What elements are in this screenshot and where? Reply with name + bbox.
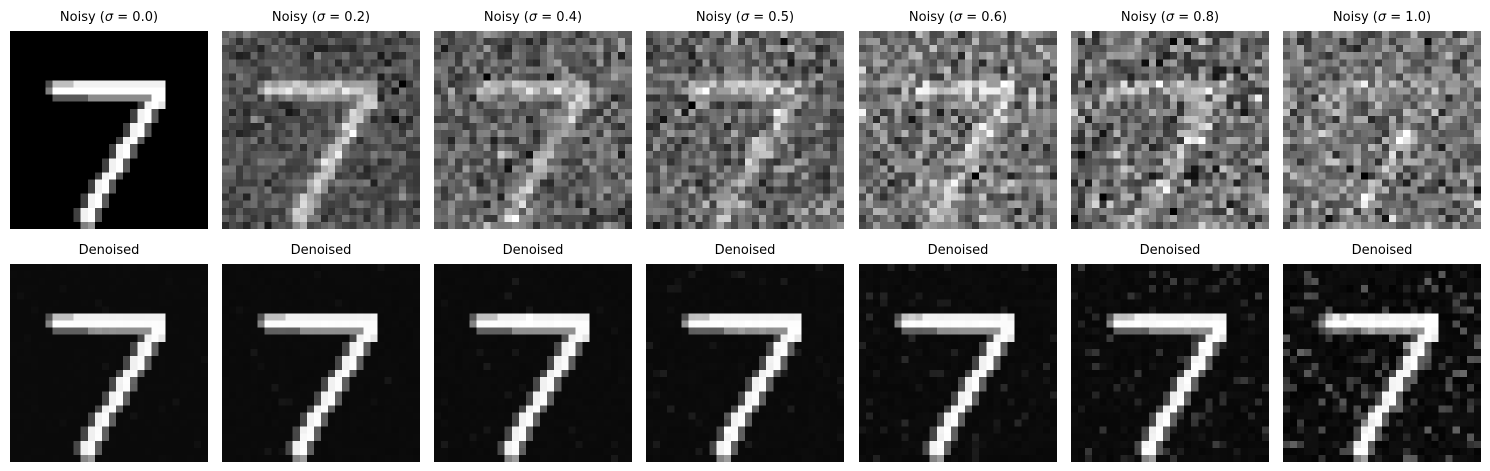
noisy-title-prefix: Noisy ( xyxy=(483,10,529,25)
denoised-image xyxy=(10,264,208,462)
noisy-image xyxy=(859,31,1057,229)
denoised-image xyxy=(646,264,844,462)
sigma-symbol: σ xyxy=(316,10,326,25)
denoised-panel: Denoised xyxy=(222,243,420,462)
denoised-panel: Denoised xyxy=(646,243,844,462)
sigma-value: = 0.5 xyxy=(749,10,789,25)
denoised-image xyxy=(222,264,420,462)
denoised-panel: Denoised xyxy=(859,243,1057,462)
denoised-image xyxy=(859,264,1057,462)
noisy-panel: Noisy (σ = 0.2) xyxy=(222,10,420,229)
denoised-image xyxy=(434,264,632,462)
denoised-title: Denoised xyxy=(927,243,989,258)
denoised-title: Denoised xyxy=(1139,243,1201,258)
sigma-symbol: σ xyxy=(528,10,538,25)
denoised-panel: Denoised xyxy=(434,243,632,462)
sigma-symbol: σ xyxy=(104,10,114,25)
noisy-image xyxy=(1283,31,1481,229)
noisy-title: Noisy (σ = 0.0) xyxy=(10,9,208,27)
noisy-image xyxy=(434,31,632,229)
noisy-title-suffix: ) xyxy=(788,10,795,25)
noisy-title-suffix: ) xyxy=(1425,10,1432,25)
noisy-panel: Noisy (σ = 0.8) xyxy=(1071,10,1269,229)
noisy-title-prefix: Noisy ( xyxy=(695,10,741,25)
noisy-panel: Noisy (σ = 0.5) xyxy=(646,10,844,229)
sigma-value: = 0.6 xyxy=(962,10,1002,25)
noisy-title-prefix: Noisy ( xyxy=(908,10,954,25)
sigma-symbol: σ xyxy=(1377,10,1387,25)
noisy-title: Noisy (σ = 0.4) xyxy=(434,9,632,27)
noisy-panel: Noisy (σ = 1.0) xyxy=(1283,10,1481,229)
denoised-panel: Denoised xyxy=(1071,243,1269,462)
sigma-value: = 0.2 xyxy=(325,10,365,25)
denoised-panel: Denoised xyxy=(10,243,208,462)
noisy-title: Noisy (σ = 0.5) xyxy=(646,9,844,27)
noisy-title: Noisy (σ = 1.0) xyxy=(1283,9,1481,27)
noisy-title-suffix: ) xyxy=(576,10,583,25)
sigma-value: = 0.8 xyxy=(1174,10,1214,25)
sigma-symbol: σ xyxy=(1165,10,1175,25)
noisy-title-suffix: ) xyxy=(364,10,371,25)
denoised-title: Denoised xyxy=(78,243,140,258)
noisy-title-suffix: ) xyxy=(1213,10,1220,25)
noisy-title: Noisy (σ = 0.8) xyxy=(1071,9,1269,27)
noisy-panel: Noisy (σ = 0.4) xyxy=(434,10,632,229)
sigma-value: = 0.0 xyxy=(113,10,153,25)
denoised-title: Denoised xyxy=(1351,243,1413,258)
denoised-panel: Denoised xyxy=(1283,243,1481,462)
noisy-title-prefix: Noisy ( xyxy=(1332,10,1378,25)
sigma-value: = 0.4 xyxy=(537,10,577,25)
noisy-title-prefix: Noisy ( xyxy=(271,10,317,25)
noisy-title-prefix: Noisy ( xyxy=(1120,10,1166,25)
noisy-title-suffix: ) xyxy=(152,10,159,25)
denoised-image xyxy=(1071,264,1269,462)
sigma-symbol: σ xyxy=(740,10,750,25)
denoised-image xyxy=(1283,264,1481,462)
noisy-title: Noisy (σ = 0.2) xyxy=(222,9,420,27)
noisy-image xyxy=(222,31,420,229)
noisy-title-prefix: Noisy ( xyxy=(59,10,105,25)
denoised-title: Denoised xyxy=(714,243,776,258)
denoised-title: Denoised xyxy=(290,243,352,258)
noisy-title: Noisy (σ = 0.6) xyxy=(859,9,1057,27)
noisy-image xyxy=(1071,31,1269,229)
noisy-title-suffix: ) xyxy=(1001,10,1008,25)
sigma-symbol: σ xyxy=(953,10,963,25)
noisy-panel: Noisy (σ = 0.6) xyxy=(859,10,1057,229)
noisy-panel: Noisy (σ = 0.0) xyxy=(10,10,208,229)
noisy-image xyxy=(646,31,844,229)
denoised-title: Denoised xyxy=(502,243,564,258)
sigma-value: = 1.0 xyxy=(1386,10,1426,25)
noisy-image xyxy=(10,31,208,229)
